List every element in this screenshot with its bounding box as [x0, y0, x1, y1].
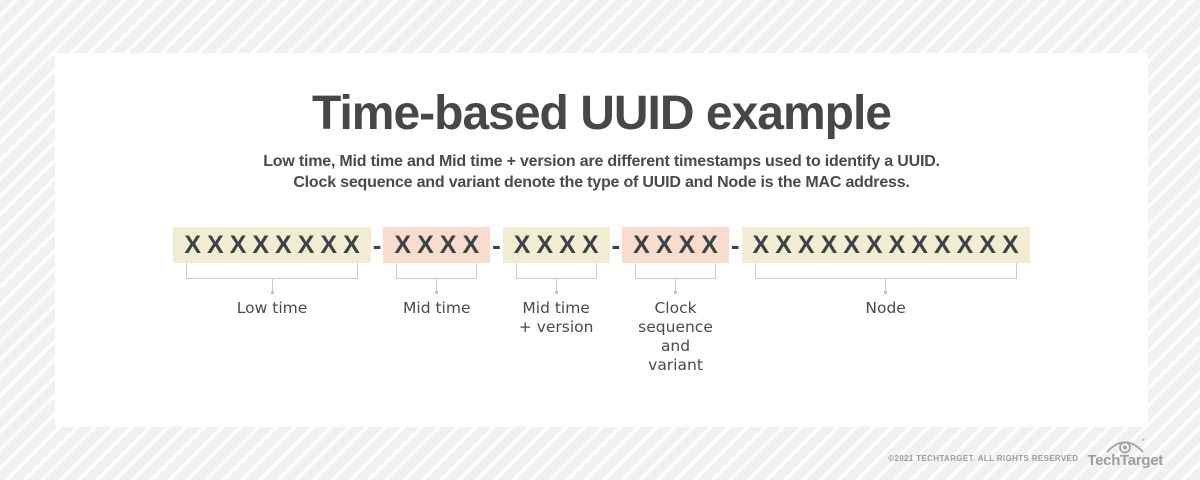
uuid-separator: - — [611, 229, 621, 260]
bracket — [754, 263, 1017, 279]
bracket — [396, 263, 478, 279]
subtitle-line-1: Low time, Mid time and Mid time + versio… — [263, 153, 940, 170]
uuid-segment-box: XXXXXXXXXXXX — [741, 227, 1030, 263]
segment-chars: XXXXXXXX — [184, 230, 366, 259]
brand-wordmark: TechTarget — [1087, 452, 1163, 469]
bracket-dot — [884, 291, 888, 294]
uuid-separator: - — [492, 229, 501, 260]
uuid-segment-mid-time-version: XXXX Mid time + version — [502, 227, 610, 337]
segment-label: Low time — [236, 299, 308, 317]
bracket-stem — [555, 279, 557, 291]
bracket-stem — [885, 279, 887, 291]
infographic-card: Time-based UUID example Low time, Mid ti… — [55, 53, 1148, 427]
bracket — [515, 263, 597, 279]
segment-chars: XXXX — [394, 230, 486, 259]
bracket — [635, 263, 716, 279]
uuid-separator: - — [730, 229, 740, 260]
segment-label: Mid time — [403, 299, 471, 317]
bracket-stem — [436, 279, 438, 291]
segment-label: Node — [865, 299, 906, 317]
footer: ©2021 TECHTARGET. ALL RIGHTS RESERVED Te… — [888, 437, 1163, 469]
segment-chars: XXXXXXXXXXXX — [752, 230, 1025, 259]
uuid-segment-box: XXXX — [622, 227, 729, 263]
uuid-separator: - — [372, 229, 382, 260]
bracket-dot — [554, 291, 558, 294]
page-title: Time-based UUID example — [312, 87, 892, 140]
uuid-segment-low-time: XXXXXXXX Low time — [173, 227, 371, 318]
bracket-dot — [435, 291, 439, 294]
uuid-diagram: XXXXXXXX Low time - XXXX Mid time - — [55, 227, 1148, 375]
segment-chars: XXXX — [513, 230, 605, 259]
uuid-segment-box: XXXXXXXX — [173, 227, 371, 263]
uuid-segment-node: XXXXXXXXXXXX Node — [741, 227, 1030, 318]
bracket-stem — [675, 279, 677, 291]
bracket-dot — [674, 291, 678, 294]
uuid-segment-clock-sequence: XXXX Clock sequence and variant — [622, 227, 729, 375]
segment-label: Mid time + version — [518, 299, 594, 336]
techtarget-logo: TechTarget — [1087, 437, 1163, 469]
techtarget-eye-icon — [1106, 438, 1145, 454]
uuid-segment-mid-time: XXXX Mid time — [383, 227, 491, 318]
bracket-dot — [270, 291, 274, 294]
bracket — [186, 263, 358, 279]
subtitle: Low time, Mid time and Mid time + versio… — [55, 151, 1148, 193]
uuid-segment-box: XXXX — [502, 227, 610, 263]
uuid-segment-box: XXXX — [383, 227, 491, 263]
subtitle-line-2: Clock sequence and variant denote the ty… — [293, 174, 910, 191]
segment-chars: XXXX — [633, 230, 724, 259]
bracket-stem — [271, 279, 273, 291]
segment-label: Clock sequence and variant — [638, 299, 713, 374]
copyright-text: ©2021 TECHTARGET. ALL RIGHTS RESERVED — [888, 454, 1079, 463]
